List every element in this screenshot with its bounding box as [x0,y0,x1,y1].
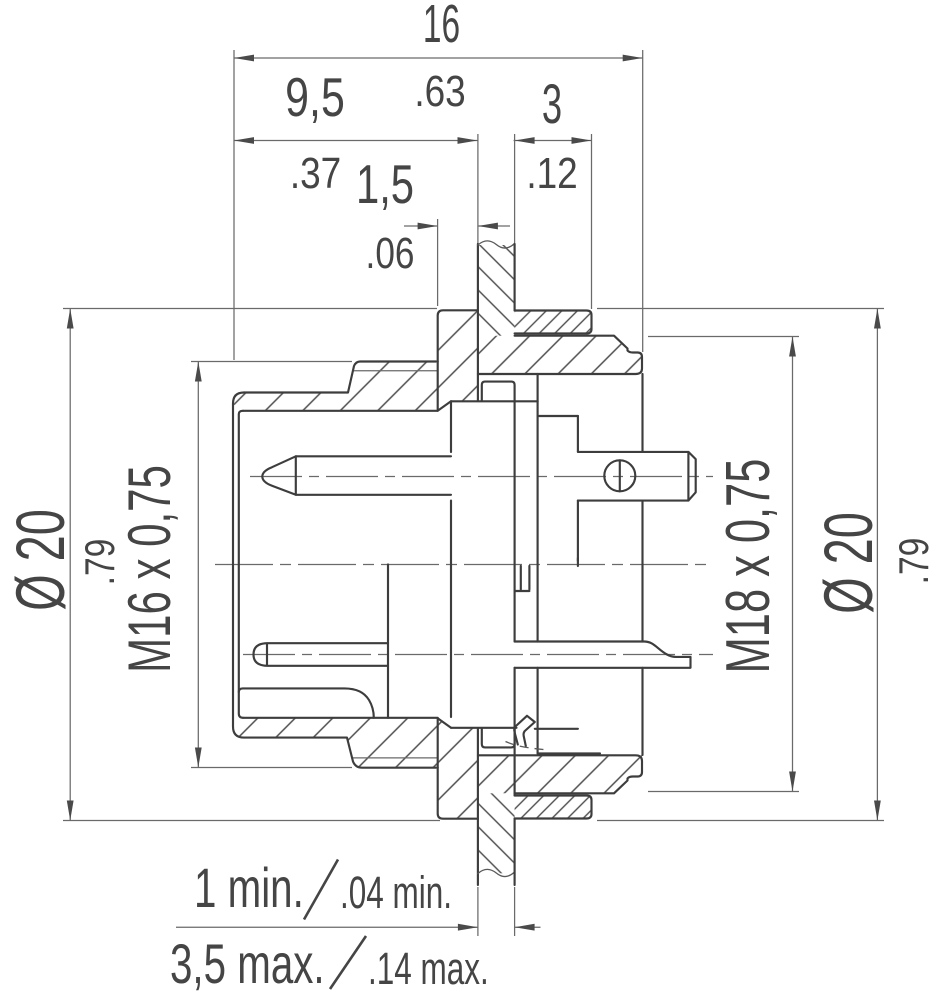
svg-text:.37: .37 [290,148,341,198]
svg-text:1 min.: 1 min. [194,858,304,920]
svg-text:.06: .06 [366,229,415,278]
svg-text:M18 x 0,75: M18 x 0,75 [715,459,783,674]
svg-text:9,5: 9,5 [285,67,345,128]
svg-text:.63: .63 [414,66,465,116]
svg-text:16: 16 [423,0,460,54]
svg-text:Ø 20: Ø 20 [810,512,887,614]
svg-text:.79: .79 [892,538,933,585]
svg-text:.12: .12 [526,148,577,198]
svg-text:3: 3 [542,73,562,136]
svg-text:3,5 max.: 3,5 max. [170,934,325,996]
svg-text:M16 x 0,75: M16 x 0,75 [116,465,183,673]
svg-text:.14 max.: .14 max. [368,945,489,995]
svg-text:1,5: 1,5 [356,155,414,216]
svg-text:.79: .79 [78,539,124,586]
svg-text:.04 min.: .04 min. [340,869,452,919]
svg-text:Ø 20: Ø 20 [2,509,79,611]
